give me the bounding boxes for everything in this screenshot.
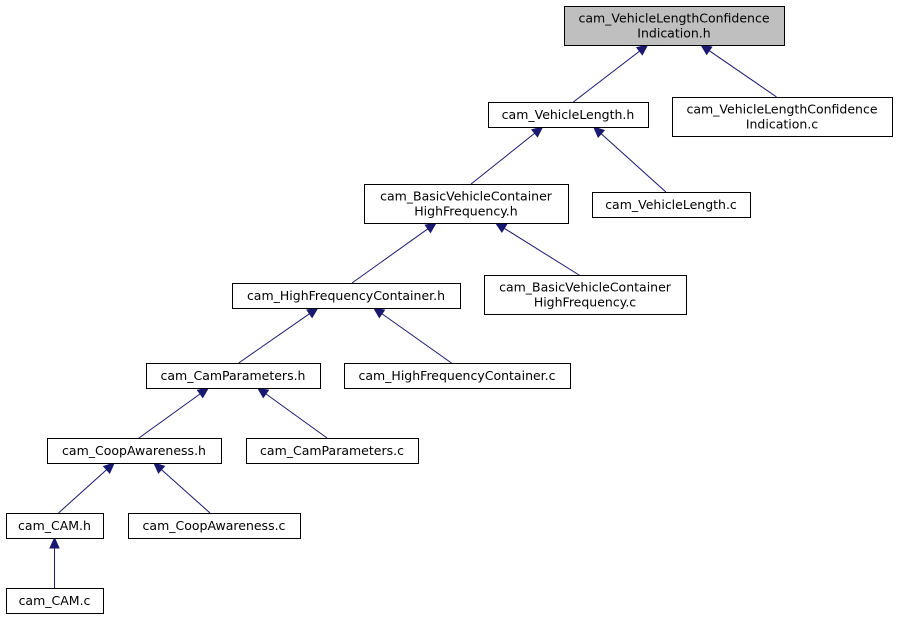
arrowhead-icon (424, 222, 437, 234)
node-label: cam_BasicVehicleContainer (380, 189, 553, 204)
dependency-edge (699, 44, 777, 98)
node-label: HighFrequency.c (534, 295, 636, 310)
file-node-cam-h[interactable]: cam_CAM.h (6, 513, 104, 539)
dependency-edge (256, 387, 328, 439)
node-label: cam_CamParameters.c (260, 443, 404, 458)
arrowhead-icon (699, 44, 713, 56)
edge-line (503, 227, 580, 276)
dependency-edge (138, 387, 210, 439)
edge-line (351, 228, 429, 284)
file-node-vl-c[interactable]: cam_VehicleLength.c (592, 192, 751, 218)
node-box[interactable] (47, 438, 222, 464)
node-label: cam_VehicleLengthConfidence (578, 11, 769, 26)
edge-line (381, 313, 452, 364)
dependency-edge (572, 44, 649, 103)
arrowhead-icon (256, 387, 270, 399)
dependency-edge (49, 536, 60, 588)
node-label: cam_VehicleLength.c (605, 197, 737, 212)
arrowhead-icon (306, 307, 319, 319)
dependency-edge (351, 222, 437, 284)
node-label: cam_BasicVehicleContainer (499, 280, 672, 295)
node-box[interactable] (592, 192, 751, 218)
edge-line (238, 313, 310, 364)
file-node-vl-h[interactable]: cam_VehicleLength.h (488, 102, 649, 128)
node-box[interactable] (128, 513, 301, 539)
node-box[interactable] (6, 513, 104, 539)
edge-line (265, 393, 328, 439)
node-label: cam_CoopAwareness.c (143, 518, 286, 533)
dependency-edge (238, 307, 319, 364)
node-label: cam_CAM.c (19, 593, 91, 608)
node-label: Indication.c (746, 117, 818, 132)
node-label: Indication.h (637, 26, 710, 41)
node-label: cam_HighFrequencyContainer.h (247, 288, 445, 303)
file-node-ca-h[interactable]: cam_CoopAwareness.h (47, 438, 222, 464)
edge-line (58, 469, 108, 514)
arrowhead-icon (531, 126, 544, 138)
node-label: HighFrequency.h (414, 204, 517, 219)
edge-line (600, 133, 667, 193)
arrowhead-icon (49, 536, 60, 549)
edges (49, 44, 777, 588)
node-label: cam_CAM.h (18, 518, 91, 533)
arrowhead-icon (196, 387, 210, 399)
dependency-edge (153, 462, 211, 514)
node-label: cam_CoopAwareness.h (62, 443, 206, 458)
node-label: cam_VehicleLengthConfidence (686, 102, 877, 117)
node-box[interactable] (564, 6, 785, 46)
arrowhead-icon (635, 44, 649, 56)
node-box[interactable] (672, 97, 893, 137)
dependency-edge (494, 222, 580, 276)
node-box[interactable] (146, 363, 321, 389)
arrowhead-icon (592, 126, 606, 138)
edge-line (138, 393, 201, 439)
dependency-edge (58, 462, 116, 514)
arrowhead-icon (372, 307, 386, 319)
node-box[interactable] (484, 275, 687, 315)
arrowhead-icon (102, 462, 116, 474)
file-node-ca-c[interactable]: cam_CoopAwareness.c (128, 513, 301, 539)
node-box[interactable] (6, 588, 104, 614)
file-node-hfc-c[interactable]: cam_HighFrequencyContainer.c (344, 363, 571, 389)
dependency-edge (372, 307, 452, 364)
node-box[interactable] (364, 184, 569, 224)
dependency-edge (592, 126, 667, 193)
node-label: cam_CamParameters.h (161, 368, 306, 383)
node-box[interactable] (344, 363, 571, 389)
edge-line (470, 132, 535, 185)
node-box[interactable] (246, 438, 419, 464)
file-node-cp-c[interactable]: cam_CamParameters.c (246, 438, 419, 464)
nodes: cam_VehicleLengthConfidenceIndication.hc… (6, 6, 893, 614)
node-label: cam_VehicleLength.h (502, 107, 635, 122)
node-label: cam_HighFrequencyContainer.c (358, 368, 555, 383)
dependency-edge (470, 126, 544, 185)
file-node-hfc-h[interactable]: cam_HighFrequencyContainer.h (232, 283, 461, 309)
arrowhead-icon (153, 462, 166, 474)
edge-line (708, 50, 777, 98)
edge-line (161, 469, 211, 514)
node-box[interactable] (488, 102, 649, 128)
node-box[interactable] (232, 283, 461, 309)
file-node-cam-c[interactable]: cam_CAM.c (6, 588, 104, 614)
arrowhead-icon (494, 222, 508, 234)
file-node-cp-h[interactable]: cam_CamParameters.h (146, 363, 321, 389)
edge-line (572, 50, 640, 103)
